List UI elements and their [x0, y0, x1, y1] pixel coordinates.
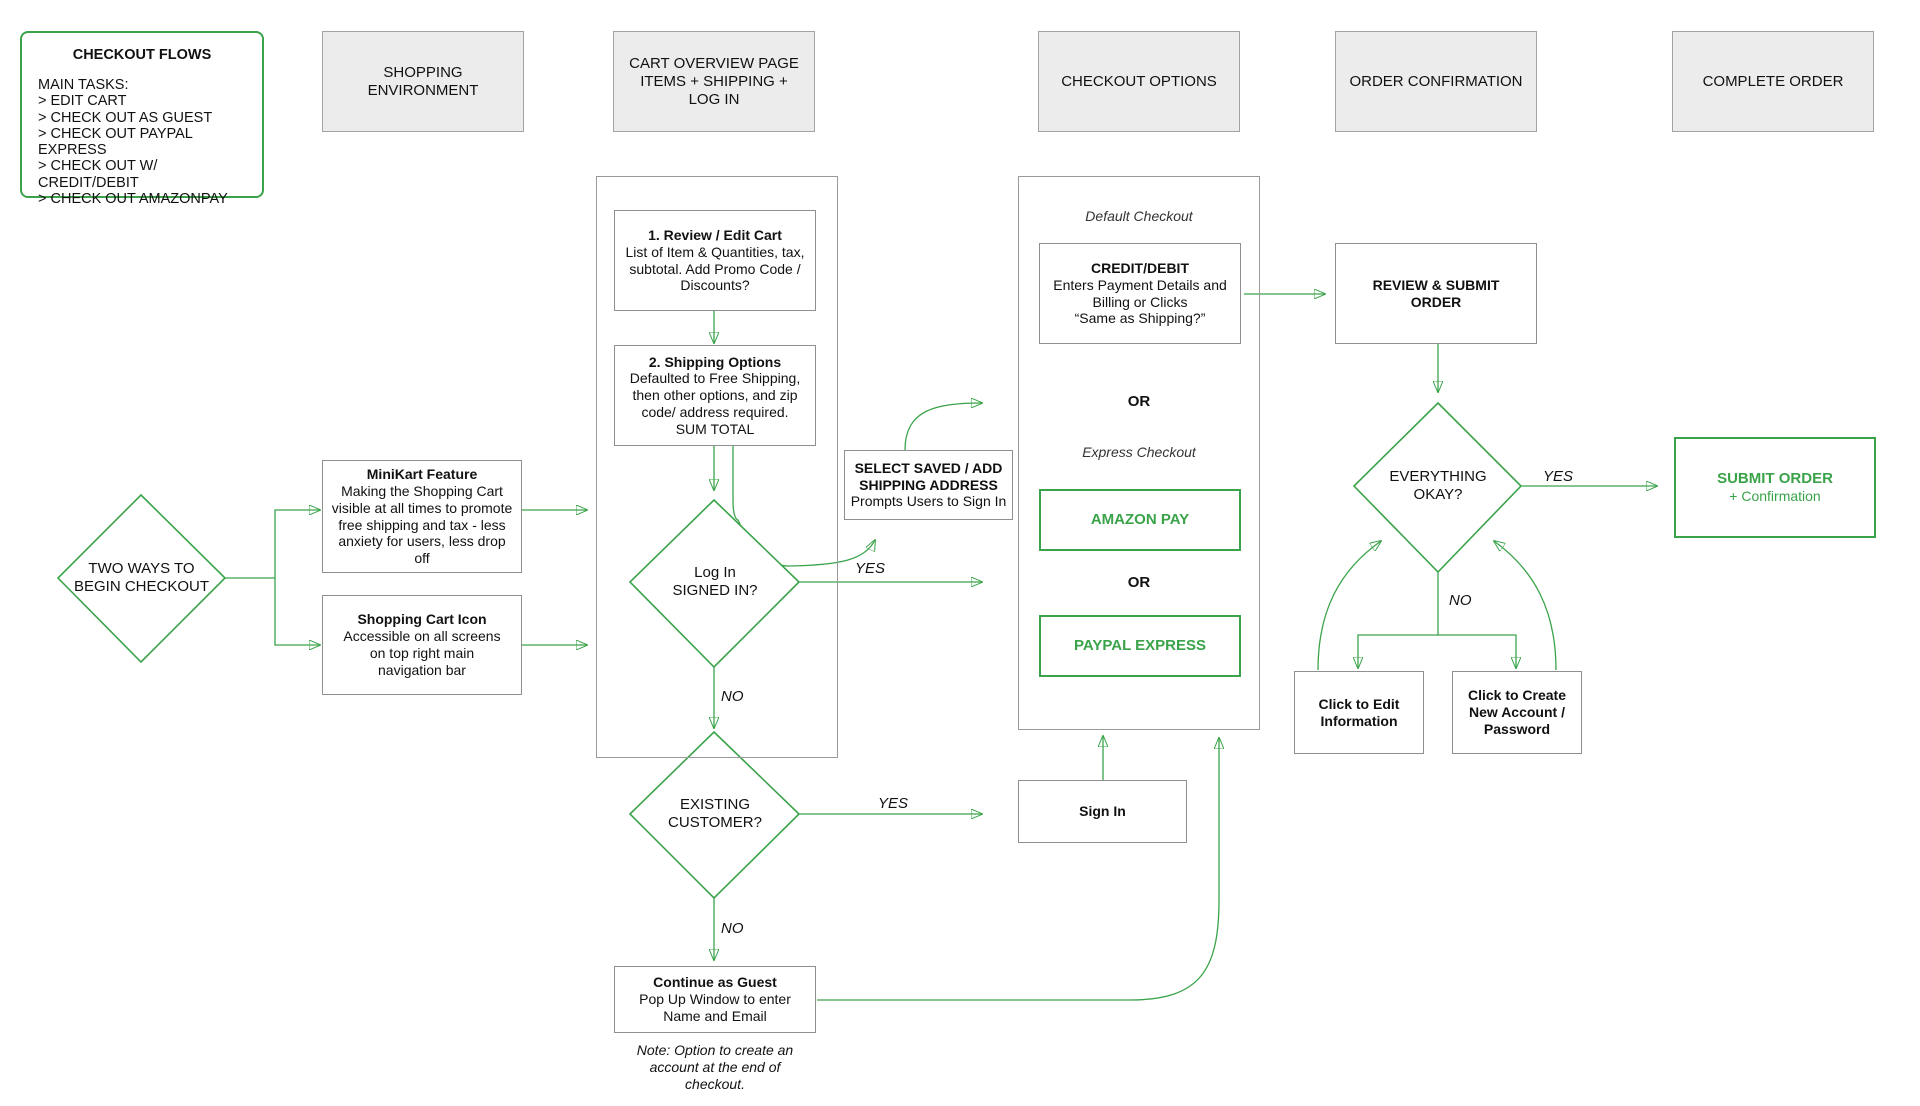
edge-label-okay-no: NO: [1449, 592, 1472, 609]
edge-create-okay: [1494, 541, 1557, 671]
existing-diamond: [628, 730, 801, 900]
edge-guest-checkout: [817, 738, 1219, 1001]
legend-task: > EDIT CART: [38, 93, 127, 110]
login-label: Log In SIGNED IN?: [672, 564, 758, 599]
edge-saved-checkout: [904, 403, 982, 451]
cart-icon-title: Shopping Cart Icon: [357, 611, 487, 628]
start-label: TWO WAYS TO BEGIN CHECKOUT: [73, 560, 209, 595]
header-complete: COMPLETE ORDER: [1672, 31, 1874, 132]
saved-address-box: SELECT SAVED / ADD SHIPPING ADDRESS Prom…: [844, 450, 1013, 520]
sign-in-box: Sign In: [1018, 780, 1187, 843]
cart-container: [596, 176, 838, 758]
or-label-1: OR: [1127, 393, 1151, 410]
edge-label-login-yes: YES: [855, 560, 886, 577]
checkout-container: [1018, 176, 1260, 730]
legend-title: CHECKOUT FLOWS: [72, 47, 212, 63]
guest-note: Note: Option to create an account at the…: [636, 1042, 794, 1092]
existing-label: EXISTING CUSTOMER?: [668, 796, 762, 831]
login-diamond: [628, 498, 801, 669]
header-confirmation: ORDER CONFIRMATION: [1335, 31, 1537, 132]
edit-information-box: Click to Edit Information: [1294, 671, 1424, 754]
legend-task: > CHECK OUT AS GUEST: [38, 109, 213, 126]
review-cart-box: 1. Review / Edit Cart List of Item & Qua…: [614, 210, 816, 311]
edge-okay-create: [1438, 634, 1516, 668]
legend-task: > CHECK OUT AMAZONPAY: [38, 190, 228, 207]
edge-okay-edit: [1358, 572, 1439, 668]
legend-task: > CHECK OUT W/ CREDIT/DEBIT: [38, 158, 158, 191]
edge-label-existing-no: NO: [721, 920, 744, 937]
minikart-box: MiniKart Feature Making the Shopping Car…: [322, 460, 522, 573]
header-checkout: CHECKOUT OPTIONS: [1038, 31, 1240, 132]
okay-diamond: [1352, 401, 1523, 574]
credit-debit-box: CREDIT/DEBIT Enters Payment Details and …: [1039, 243, 1241, 344]
edge-label-okay-yes: YES: [1543, 468, 1574, 485]
edge-start-minikart: [225, 510, 320, 579]
submit-order-box[interactable]: SUBMIT ORDER + Confirmation: [1674, 437, 1876, 538]
edge-label-login-no: NO: [721, 688, 744, 705]
shipping-options-box: 2. Shipping Options Defaulted to Free Sh…: [614, 345, 816, 446]
submit-title: SUBMIT ORDER: [1717, 470, 1833, 488]
edge-edit-okay: [1317, 541, 1381, 671]
or-label-2: OR: [1127, 574, 1151, 591]
shipping-title: 2. Shipping Options: [648, 353, 782, 370]
review-title: 1. Review / Edit Cart: [648, 226, 782, 243]
okay-label: EVERYTHING OKAY?: [1389, 468, 1487, 503]
legend-task: > CHECK OUT PAYPAL EXPRESS: [38, 125, 193, 159]
legend-subtitle: MAIN TASKS:: [38, 77, 129, 94]
legend-box: CHECKOUT FLOWS MAIN TASKS: > EDIT CART >…: [20, 31, 264, 207]
cart-icon-box: Shopping Cart Icon Accessible on all scr…: [322, 595, 522, 695]
amazon-pay-button[interactable]: AMAZON PAY: [1039, 489, 1241, 551]
guest-box: Continue as Guest Pop Up Window to enter…: [614, 966, 816, 1033]
minikart-title: MiniKart Feature: [366, 466, 478, 483]
create-account-box: Click to Create New Account / Password: [1452, 671, 1582, 754]
header-shopping: SHOPPING ENVIRONMENT: [322, 31, 524, 132]
edge-start-carticon: [274, 578, 320, 645]
paypal-express-button[interactable]: PAYPAL EXPRESS: [1039, 615, 1241, 677]
credit-title: CREDIT/DEBIT: [1091, 259, 1189, 276]
review-submit-box: REVIEW & SUBMIT ORDER: [1335, 243, 1537, 344]
guest-title: Continue as Guest: [653, 974, 777, 991]
edge-label-existing-yes: YES: [878, 795, 909, 812]
header-cart: CART OVERVIEW PAGE ITEMS + SHIPPING + LO…: [613, 31, 815, 132]
express-checkout-label: Express Checkout: [1082, 444, 1196, 460]
submit-subtitle: + Confirmation: [1729, 488, 1821, 505]
default-checkout-label: Default Checkout: [1085, 208, 1193, 224]
start-diamond: [56, 493, 227, 664]
